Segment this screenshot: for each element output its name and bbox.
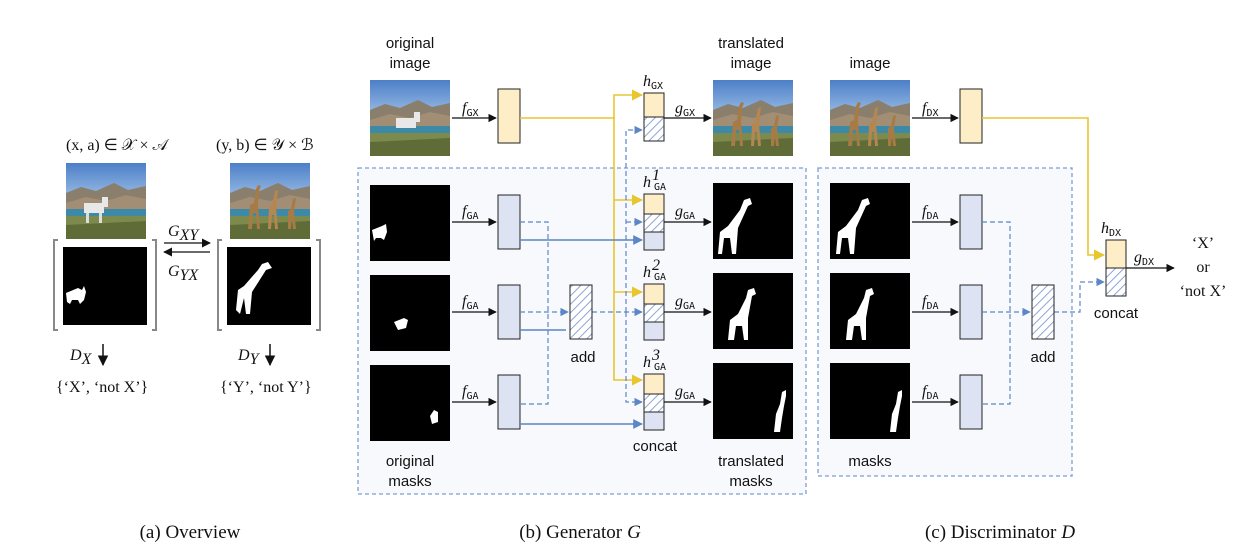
discriminator-output-3: ‘not X’: [1180, 283, 1227, 300]
dx-output-label: {‘X’, ‘not X’}: [56, 379, 148, 396]
fda-row-1: fDA: [912, 194, 983, 250]
output-mask-1-shape: [718, 198, 752, 254]
h-ga-block-1: [643, 193, 665, 251]
input-mask-3: [370, 365, 450, 441]
gga-row-3: gGA: [664, 383, 712, 407]
overview-target-image: [230, 163, 310, 239]
translated-masks-label-1: translated: [718, 453, 784, 470]
fga-row-1: fGA: [452, 194, 521, 250]
discriminator-image-label: image: [850, 55, 891, 72]
svg-text:fGA: fGA: [462, 293, 479, 312]
original-image-label-2: image: [390, 55, 431, 72]
generator-add-box: [569, 284, 593, 340]
zebra-icon: [84, 197, 108, 223]
discriminator-input-image: [830, 80, 910, 156]
svg-text:gGA: gGA: [675, 203, 695, 222]
overview-target-mask: [227, 247, 311, 325]
svg-text:fGA: fGA: [462, 383, 479, 402]
output-mask-2-shape: [728, 288, 756, 340]
svg-text:gGA: gGA: [675, 383, 695, 402]
discriminator-mask-2-shape: [846, 288, 874, 340]
output-mask-1: [713, 183, 793, 259]
svg-text:fDA: fDA: [922, 203, 939, 222]
discriminator-mask-3-shape: [890, 390, 902, 432]
giraffe-mask-shape: [236, 262, 272, 314]
fga-row-3: fGA: [452, 374, 521, 430]
discriminator-mask-1: [830, 183, 910, 259]
generator-panel: original image translated image fGX hGX …: [357, 35, 807, 495]
output-mask-2: [713, 273, 793, 349]
input-mask-3-shape: [430, 410, 438, 424]
image-feature-to-masks-yellow-line: [613, 118, 644, 386]
discriminator-add-box: [1031, 284, 1055, 340]
h-ga-block-3: [643, 373, 665, 431]
g-dx-label: gDX: [1134, 249, 1154, 268]
output-mask-3-shape: [774, 390, 786, 432]
x-domain-label: (x, a) ∈ 𝒳 × 𝒜: [66, 137, 169, 154]
dy-label: DY: [237, 347, 261, 368]
caption-overview: (a) Overview: [140, 522, 241, 543]
generator-concat-label: concat: [633, 438, 678, 455]
discriminator-mask-1-shape: [836, 198, 870, 254]
overview-source-image: [66, 163, 146, 239]
discriminator-concat-label: concat: [1094, 305, 1139, 322]
discriminator-output-1: ‘X’: [1192, 235, 1214, 252]
gga-row-1: gGA: [664, 203, 712, 227]
generator-add-label: add: [570, 349, 595, 366]
gga-row-2: gGA: [664, 293, 712, 317]
generator-dashed-paths: [520, 125, 643, 407]
image-feature-yellow-line: [520, 89, 644, 119]
svg-text:gGA: gGA: [675, 293, 695, 312]
svg-text:fDA: fDA: [922, 293, 939, 312]
overview-panel: (x, a) ∈ 𝒳 × 𝒜 (y, b) ∈ 𝒴 × ℬ GXY GYX DX…: [53, 137, 321, 396]
g-xy-label: GXY: [168, 223, 200, 244]
discriminator-dashed-paths: [982, 221, 1105, 405]
discriminator-mask-2: [830, 273, 910, 349]
translated-image-label-1: translated: [718, 35, 784, 52]
g-yx-label: GYX: [168, 263, 199, 284]
generator-solid-blue-paths: [520, 235, 643, 429]
input-mask-1-shape: [372, 224, 387, 241]
fda-row-3: fDA: [912, 374, 983, 430]
f-gx-label: fGX: [462, 100, 479, 119]
sheep-mask-shape: [66, 286, 86, 304]
overview-source-mask: [63, 247, 147, 325]
translated-image-label-2: image: [731, 55, 772, 72]
discriminator-masks-label: masks: [848, 453, 891, 470]
original-masks-label-2: masks: [388, 473, 431, 490]
translated-masks-label-2: masks: [729, 473, 772, 490]
input-mask-2-shape: [394, 318, 408, 330]
discriminator-output-2: or: [1196, 259, 1210, 276]
h-gx-label: hGX: [643, 73, 663, 92]
g-gx-label: gGX: [675, 100, 695, 119]
dy-output-label: {‘Y’, ‘not Y’}: [220, 379, 312, 396]
generator-input-image: [370, 80, 450, 156]
original-image-label-1: original: [386, 35, 434, 52]
discriminator-yellow-line: [982, 117, 1106, 261]
original-masks-label-1: original: [386, 453, 434, 470]
dx-label: DX: [69, 347, 93, 368]
svg-text:fGA: fGA: [462, 203, 479, 222]
image-feature-box: [497, 88, 521, 144]
h-dx-label: hDX: [1101, 220, 1121, 239]
discriminator-panel: image fDX masks fDA fDA fDA: [817, 55, 1227, 477]
h-dx-block: [1105, 239, 1127, 297]
overview-brackets: [53, 239, 321, 331]
input-mask-2: [370, 275, 450, 351]
h-gx-block: [643, 92, 665, 142]
h-ga-block-2: [643, 283, 665, 341]
generator-output-image: [713, 80, 793, 156]
discriminator-add-label: add: [1030, 349, 1055, 366]
y-domain-label: (y, b) ∈ 𝒴 × ℬ: [216, 137, 314, 154]
discriminator-image-feature-box: [959, 88, 983, 144]
input-mask-1: [370, 185, 450, 261]
f-dx-label: fDX: [922, 100, 939, 119]
svg-text:fDA: fDA: [922, 383, 939, 402]
